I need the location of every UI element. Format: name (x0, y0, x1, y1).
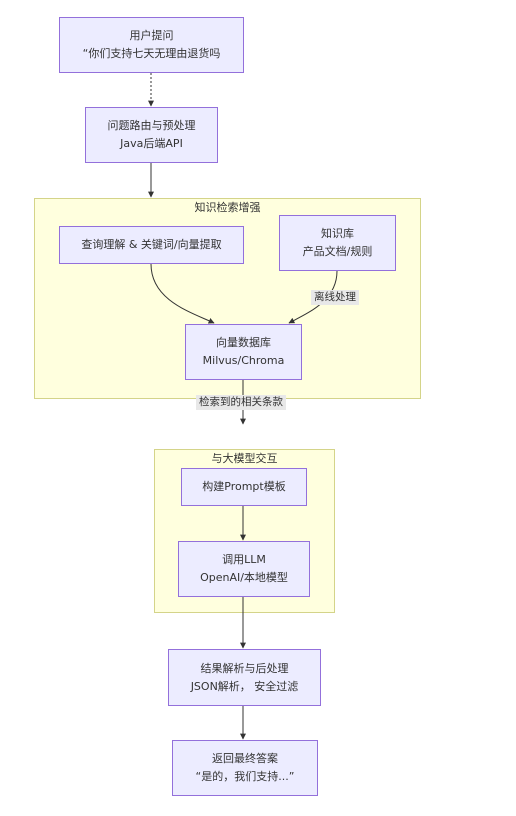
edge-label-offline-processing: 离线处理 (311, 290, 359, 305)
node-knowledge-base-title: 知识库 (321, 227, 354, 240)
edge-query-to-vectordb (150, 263, 215, 324)
node-parse-result: 结果解析与后处理 JSON解析， 安全过滤 (168, 649, 321, 706)
node-user-question-title: 用户提问 (129, 29, 174, 42)
node-query-understanding: 查询理解 & 关键词/向量提取 (59, 226, 244, 264)
node-routing-title: 问题路由与预处理 (107, 119, 196, 132)
node-call-llm: 调用LLM OpenAI/本地模型 (178, 541, 310, 597)
node-build-prompt: 构建Prompt模板 (181, 468, 307, 506)
node-query-understanding-title: 查询理解 & 关键词/向量提取 (81, 238, 222, 251)
edge-label-retrieved-terms: 检索到的相关条款 (196, 395, 286, 410)
cluster-title-llm-interaction: 与大模型交互 (211, 452, 278, 465)
node-routing-subtitle: Java后端API (120, 137, 183, 150)
node-call-llm-subtitle: OpenAI/本地模型 (200, 571, 288, 584)
node-parse-result-subtitle: JSON解析， 安全过滤 (190, 679, 299, 693)
node-vector-db-title: 向量数据库 (216, 336, 271, 349)
node-final-answer: 返回最终答案 “是的，我们支持...” (172, 740, 318, 796)
cluster-title-knowledge-retrieval: 知识检索增强 (194, 201, 261, 214)
node-user-question: 用户提问 “你们支持七天无理由退货吗 (59, 17, 244, 73)
node-build-prompt-title: 构建Prompt模板 (202, 480, 286, 493)
node-routing: 问题路由与预处理 Java后端API (85, 107, 218, 163)
node-final-answer-title: 返回最终答案 (212, 752, 278, 765)
node-call-llm-title: 调用LLM (222, 553, 266, 566)
node-vector-db: 向量数据库 Milvus/Chroma (185, 324, 302, 380)
node-vector-db-subtitle: Milvus/Chroma (202, 354, 285, 367)
node-parse-result-title: 结果解析与后处理 (200, 661, 289, 675)
node-knowledge-base-subtitle: 产品文档/规则 (302, 245, 373, 258)
node-knowledge-base: 知识库 产品文档/规则 (279, 215, 396, 271)
node-final-answer-subtitle: “是的，我们支持...” (195, 770, 295, 783)
node-user-question-subtitle: “你们支持七天无理由退货吗 (82, 47, 221, 60)
